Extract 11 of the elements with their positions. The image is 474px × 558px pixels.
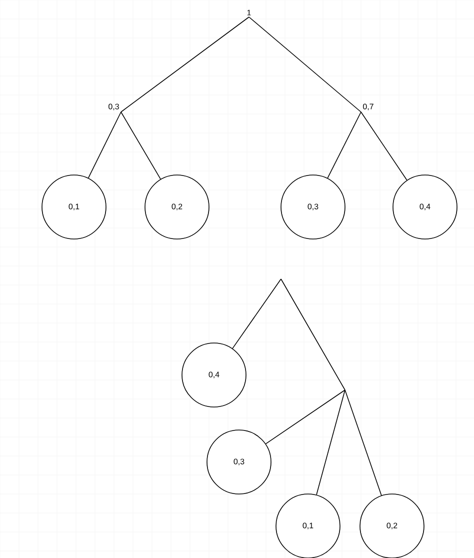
branch-line: [120, 112, 161, 180]
branch-line: [120, 16, 250, 112]
branch-line: [344, 390, 382, 496]
branch-line: [280, 278, 346, 390]
branch-line: [316, 390, 346, 496]
branch-line: [88, 112, 122, 178]
branch-line: [327, 112, 362, 178]
branch-line: [265, 390, 346, 444]
branch-line: [248, 16, 362, 112]
branch-line: [360, 112, 408, 181]
branch-line: [232, 278, 282, 349]
